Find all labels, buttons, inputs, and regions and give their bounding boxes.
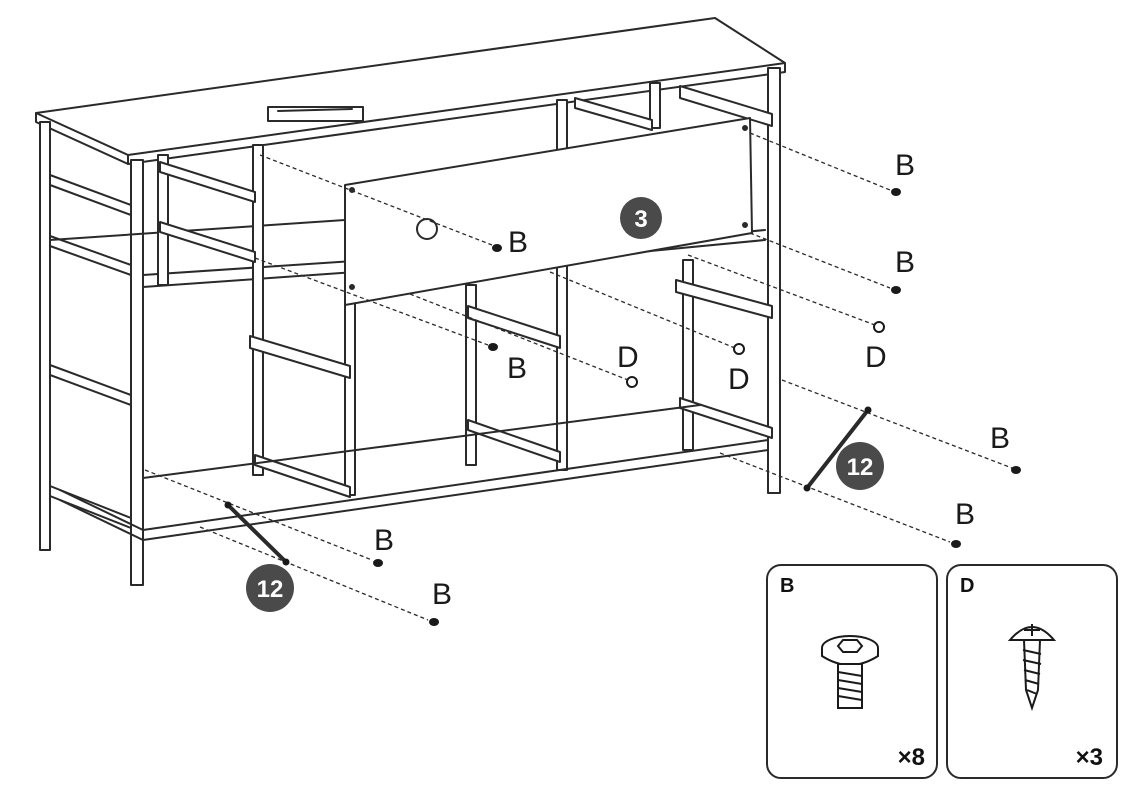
left-brace-step-badge: 12 (246, 564, 294, 612)
label-b: B (955, 498, 975, 531)
phillips-wood-screw-icon (1007, 624, 1057, 712)
tabletop (35, 17, 786, 165)
hex-socket-screw-icon (821, 635, 879, 709)
label-b: B (895, 149, 915, 182)
screw-d-markers (626, 321, 885, 388)
bottom-shelf (59, 404, 769, 541)
svg-text:12: 12 (847, 454, 874, 481)
drawer-rails (159, 85, 773, 498)
right-brace-step-badge: 12 (836, 442, 884, 490)
svg-text:12: 12 (257, 576, 284, 603)
screw-b-icon (891, 188, 901, 196)
screw-markers (373, 188, 1021, 626)
screw-d-icon (626, 376, 638, 388)
screw-b-icon (492, 244, 502, 252)
screw-b-icon (373, 559, 383, 567)
label-b: B (508, 226, 528, 259)
front-panel (344, 117, 753, 306)
screw-b-icon (488, 343, 498, 351)
screw-b-icon (891, 286, 901, 294)
label-b: B (432, 578, 452, 611)
screw-b-icon (951, 540, 961, 548)
hardware-box-b: B ×8 (766, 564, 938, 779)
left-frame (39, 121, 144, 586)
panel-step-badge: 3 (620, 197, 662, 239)
svg-text:D: D (960, 575, 974, 597)
upright-posts (157, 67, 781, 496)
leader-lines (144, 132, 1013, 621)
svg-text:B: B (780, 575, 794, 597)
svg-text:×8: ×8 (898, 744, 925, 771)
hardware-box-d: D ×3 (946, 564, 1118, 779)
screw-b-icon (429, 618, 439, 626)
label-d: D (865, 341, 887, 374)
screw-labels: B B B B B B B B D D D (374, 149, 1010, 611)
label-d: D (728, 363, 750, 396)
label-d: D (617, 341, 639, 374)
label-b: B (990, 422, 1010, 455)
label-b: B (374, 524, 394, 557)
screw-d-icon (873, 321, 885, 333)
left-brace (224, 501, 290, 566)
svg-text:×3: ×3 (1076, 744, 1103, 771)
screw-b-icon (1011, 466, 1021, 474)
right-brace (803, 406, 872, 492)
label-b: B (895, 246, 915, 279)
svg-text:3: 3 (634, 206, 647, 233)
screw-d-icon (733, 343, 745, 355)
label-b: B (507, 352, 527, 385)
